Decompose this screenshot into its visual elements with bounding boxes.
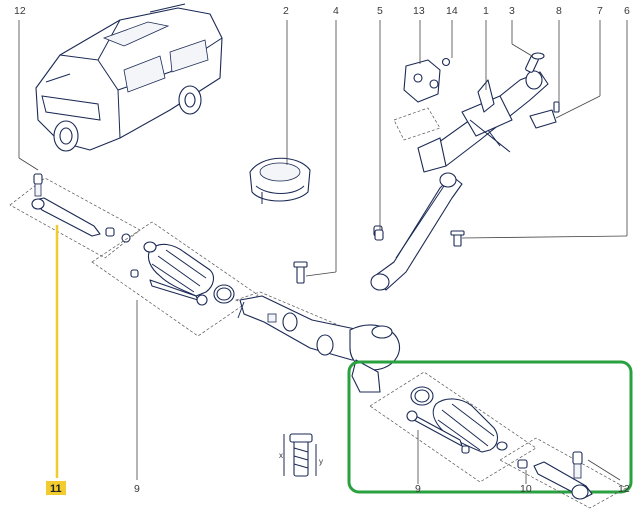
steering-boot-kit-left[interactable] — [91, 221, 259, 337]
leader-lines — [18, 20, 628, 484]
callout-2: 2 — [283, 5, 289, 17]
callout-11: 11 — [50, 483, 62, 495]
callout-13: 13 — [413, 5, 425, 17]
callout-12-right: 12 — [618, 483, 630, 495]
steering-column[interactable] — [417, 70, 549, 173]
callout-6: 6 — [624, 5, 630, 17]
clamp-7[interactable] — [529, 109, 557, 129]
bolt-dimension-icon — [283, 433, 317, 477]
callout-9-left: 9 — [134, 483, 140, 495]
screw-8[interactable] — [553, 101, 560, 113]
callout-1: 1 — [483, 5, 489, 17]
steering-boot-kit-right[interactable] — [369, 371, 537, 483]
detail-axis-x: x — [279, 451, 283, 460]
highlight-frame — [347, 360, 633, 494]
callout-5: 5 — [377, 5, 383, 17]
callout-4: 4 — [333, 5, 339, 17]
callout-10: 10 — [520, 483, 532, 495]
fastener-3[interactable] — [525, 52, 545, 73]
bolt-4[interactable] — [293, 261, 308, 284]
callout-3: 3 — [509, 5, 515, 17]
callout-12-left: 12 — [14, 5, 26, 17]
steering-rack[interactable] — [235, 291, 400, 393]
tie-rod-end-right[interactable] — [499, 437, 627, 509]
tie-rod-end-left[interactable] — [9, 173, 141, 259]
callout-14: 14 — [446, 5, 458, 17]
detail-axis-y: y — [319, 457, 323, 466]
bolt-6[interactable] — [450, 230, 465, 247]
callout-9-right: 9 — [415, 483, 421, 495]
callout-11-marker — [46, 481, 66, 495]
column-bracket[interactable] — [393, 57, 451, 141]
vehicle-icon — [35, 3, 223, 152]
callout-7: 7 — [597, 5, 603, 17]
callout-8: 8 — [556, 5, 562, 17]
bolt-5[interactable] — [374, 229, 384, 241]
steering-column-cover[interactable] — [249, 157, 311, 204]
intermediate-shaft[interactable] — [370, 172, 463, 291]
